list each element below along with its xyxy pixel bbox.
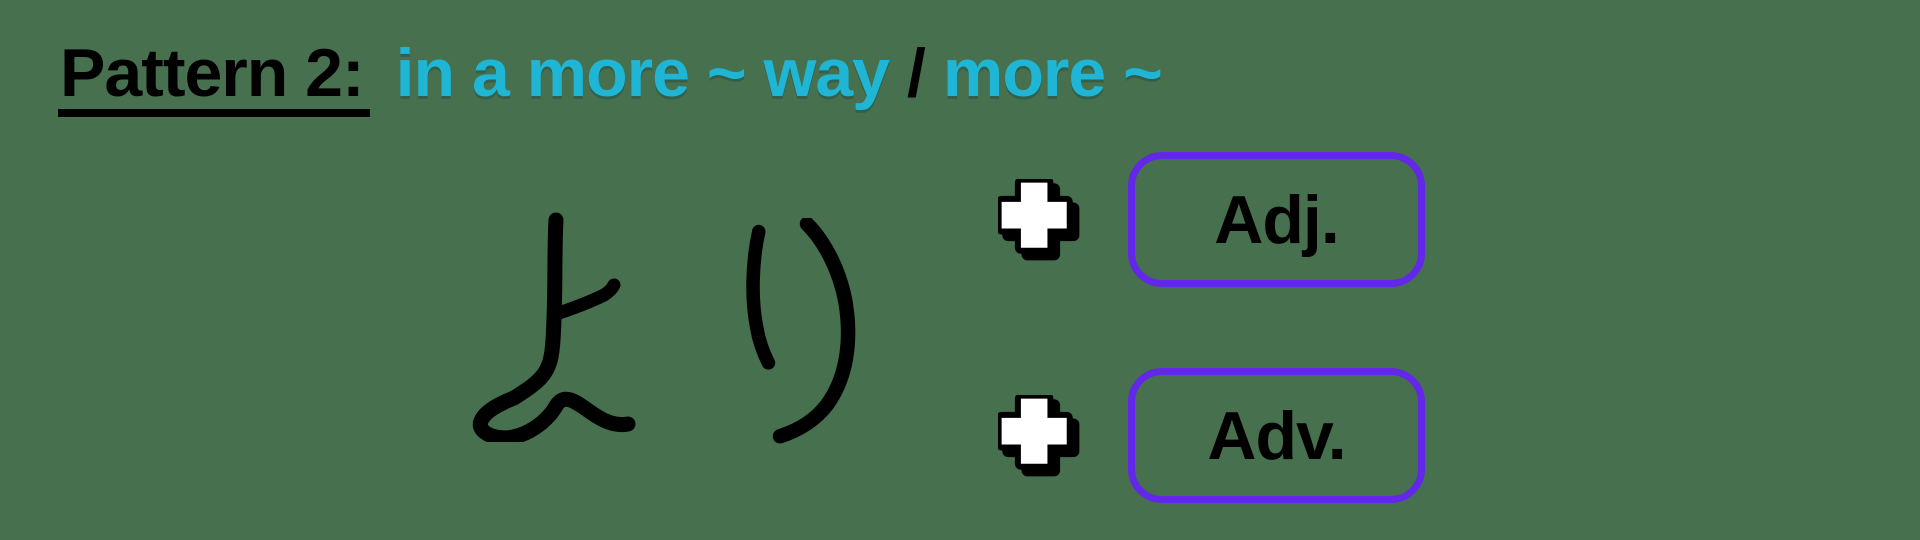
plus-icon bbox=[998, 394, 1080, 476]
hiragana-yo-glyph bbox=[472, 212, 636, 442]
meaning-separator: / bbox=[906, 35, 926, 111]
adjective-box-label: Adj. bbox=[1214, 181, 1339, 258]
plus-icon bbox=[998, 178, 1080, 260]
adverb-row: Adv. bbox=[998, 368, 1425, 503]
pattern-meaning: in a more ~ way / more ~ bbox=[395, 35, 1163, 111]
pattern-label: Pattern 2: bbox=[58, 39, 370, 117]
adjective-box: Adj. bbox=[1128, 152, 1425, 287]
meaning-text-1: in a more ~ way bbox=[395, 35, 890, 111]
adverb-box-label: Adv. bbox=[1207, 397, 1346, 474]
hiragana-ri-glyph bbox=[746, 218, 856, 444]
yori-particle-text: より bbox=[0, 0, 1, 1]
meaning-text-2: more ~ bbox=[942, 35, 1163, 111]
title-bar: Pattern 2: in a more ~ way / more ~ bbox=[58, 35, 1163, 117]
adjective-row: Adj. bbox=[998, 152, 1425, 287]
adverb-box: Adv. bbox=[1128, 368, 1425, 503]
